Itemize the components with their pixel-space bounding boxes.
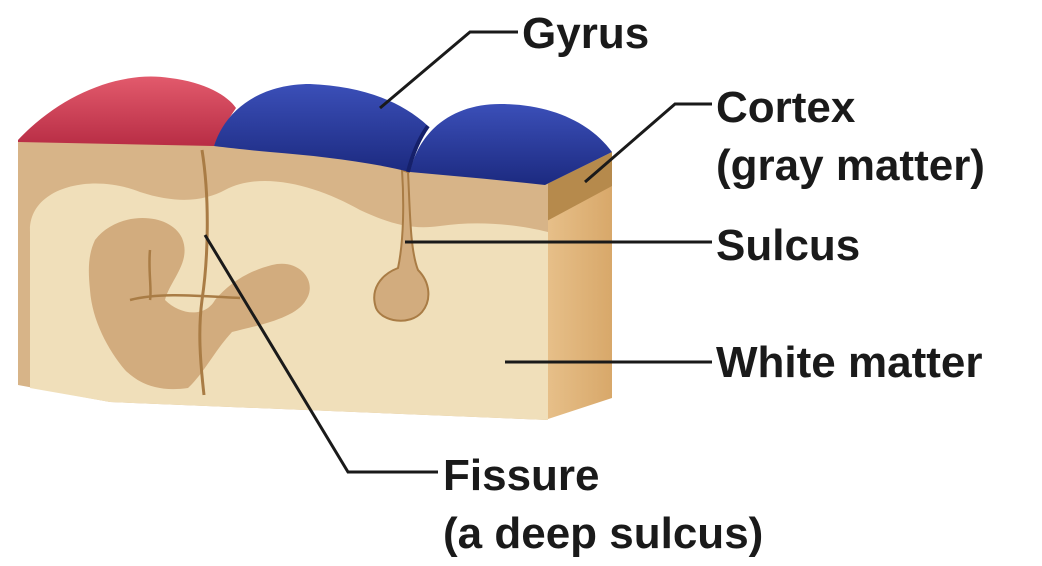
label-cortex: Cortex	[716, 86, 855, 130]
gyrus-leader	[380, 32, 518, 108]
label-fissure: Fissure	[443, 454, 600, 498]
label-white-matter: White matter	[716, 341, 982, 385]
label-fissure-subtitle: (a deep sulcus)	[443, 512, 763, 556]
label-sulcus: Sulcus	[716, 224, 860, 268]
label-gyrus: Gyrus	[522, 12, 649, 56]
label-cortex-subtitle: (gray matter)	[716, 144, 985, 188]
red-gyrus	[18, 77, 236, 146]
